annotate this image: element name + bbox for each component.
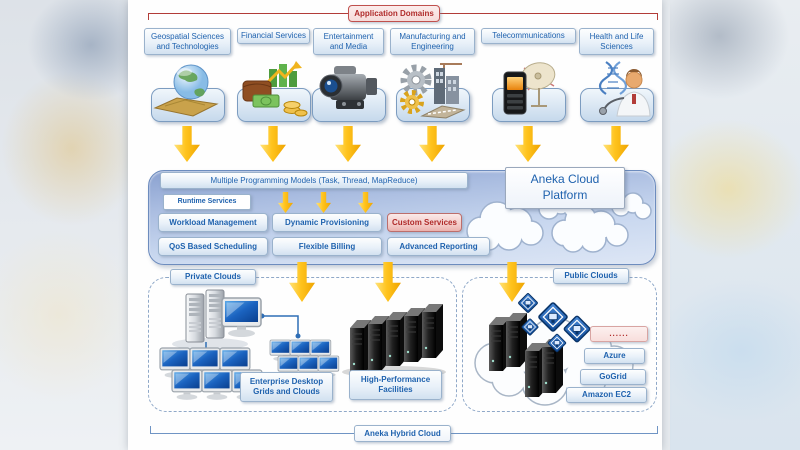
private-clouds-title: Private Clouds <box>170 269 256 285</box>
domain-financial: Financial Services <box>237 28 310 44</box>
service-dynamic-provisioning: Dynamic Provisioning <box>272 213 382 232</box>
service-flexible-billing: Flexible Billing <box>272 237 382 256</box>
mobile-satellite-icon <box>503 62 556 115</box>
programming-models-box: Multiple Programming Models (Task, Threa… <box>160 172 468 189</box>
hpc-facilities-label: High-Performance Facilities <box>349 370 442 400</box>
backdrop-right <box>670 0 800 450</box>
service-custom-services: Custom Services <box>387 213 462 232</box>
platform-title: Aneka Cloud Platform <box>505 167 625 209</box>
public-clouds-title: Public Clouds <box>553 268 629 284</box>
enterprise-grids-label: Enterprise Desktop Grids and Clouds <box>240 372 333 402</box>
runtime-services-box: Runtime Services <box>163 194 251 210</box>
backdrop-left <box>0 0 130 450</box>
money-growth-icon <box>242 61 308 117</box>
service-qos-scheduling: QoS Based Scheduling <box>158 237 268 256</box>
globe-map-icon <box>153 64 219 117</box>
hybrid-cloud-title: Aneka Hybrid Cloud <box>354 425 451 442</box>
industry-gears-icon <box>400 63 466 119</box>
domain-telecom: Telecommunications <box>481 28 576 44</box>
platform-clouds-art <box>466 191 652 253</box>
domain-manufacturing: Manufacturing and Engineering <box>390 28 475 55</box>
application-domains-title: Application Domains <box>348 5 440 22</box>
doctor-dna-icon <box>598 61 651 117</box>
provider-more: ...... <box>590 326 648 342</box>
domain-geospatial: Geospatial Sciences and Technologies <box>144 28 231 55</box>
domain-health: Health and Life Sciences <box>579 28 654 55</box>
provider-gogrid: GoGrid <box>580 369 646 385</box>
provider-azure: Azure <box>584 348 645 364</box>
service-workload-management: Workload Management <box>158 213 268 232</box>
service-advanced-reporting: Advanced Reporting <box>387 237 490 256</box>
domain-entertainment: Entertainment and Media <box>313 28 384 55</box>
provider-amazon-ec2: Amazon EC2 <box>566 387 647 403</box>
video-camera-icon <box>319 66 377 109</box>
